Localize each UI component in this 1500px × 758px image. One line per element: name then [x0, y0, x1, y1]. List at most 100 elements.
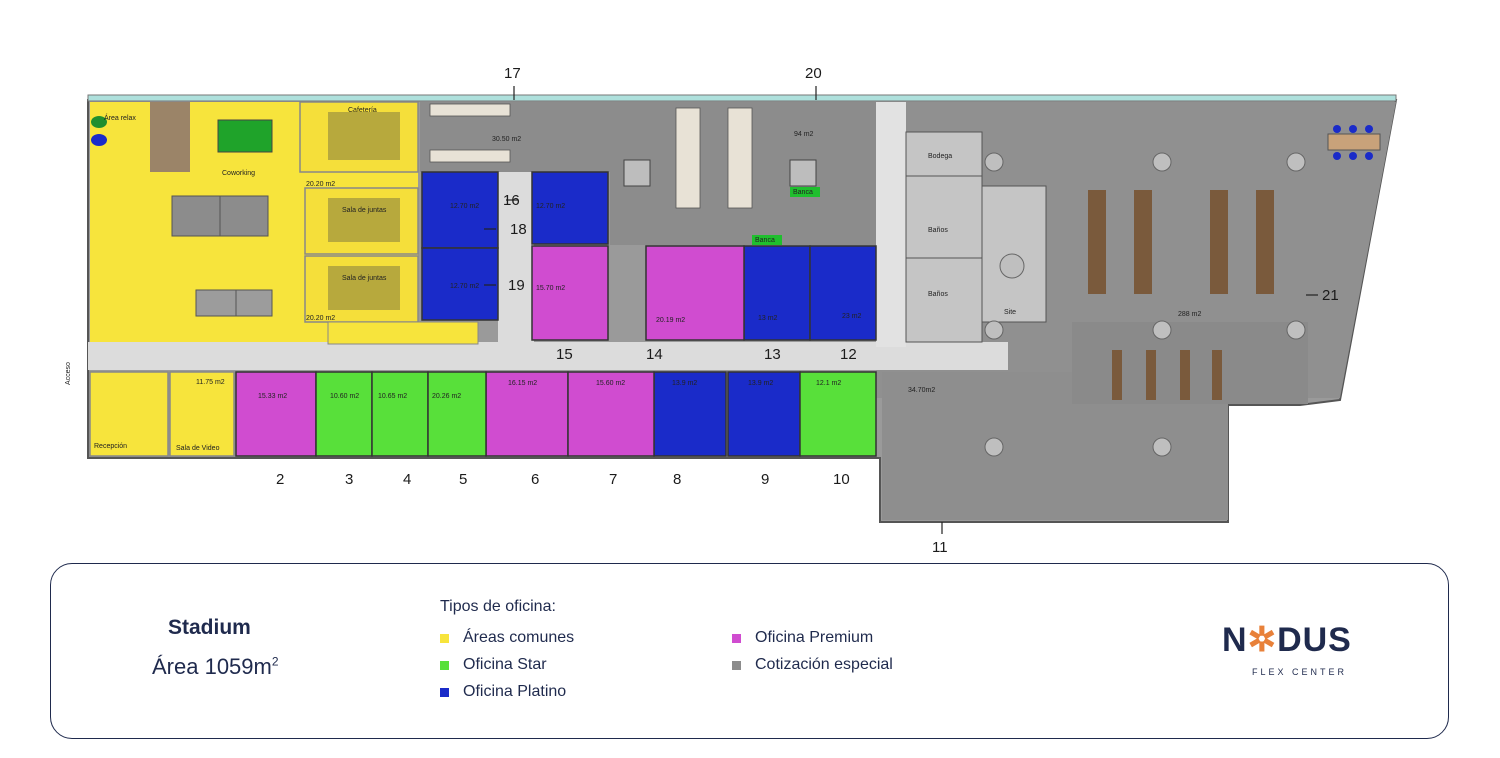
- legend-item-oficina-premium: Oficina Premium: [732, 629, 873, 647]
- office-number-10: 10: [833, 471, 850, 488]
- desk-group-20: [429, 103, 753, 209]
- office-10[interactable]: [799, 371, 877, 457]
- office-15[interactable]: [531, 245, 609, 341]
- area-label: 10.60 m2: [330, 393, 359, 400]
- office-7[interactable]: [567, 371, 655, 457]
- coworking-table-1: [171, 195, 227, 237]
- relax-seat-green: [91, 116, 107, 128]
- office-number-15: 15: [556, 346, 573, 363]
- office-2[interactable]: [235, 371, 317, 457]
- office-14[interactable]: [645, 245, 745, 341]
- office-number-2: 2: [276, 471, 284, 488]
- area-label: 13.9 m2: [672, 380, 697, 387]
- cafeteria-area[interactable]: [299, 101, 419, 173]
- office-18[interactable]: [421, 171, 499, 249]
- relax-stairs: [150, 102, 190, 172]
- area-label: 16.15 m2: [508, 380, 537, 387]
- area-label: 94 m2: [794, 131, 814, 138]
- column-box-1: [623, 159, 651, 187]
- area-label: 13.9 m2: [748, 380, 773, 387]
- label-area-relax: Área relax: [104, 113, 136, 122]
- label-banca-1: Banca: [793, 189, 813, 196]
- office-13[interactable]: [743, 245, 811, 341]
- corridor-east: [876, 102, 906, 347]
- relax-seat-blue: [91, 134, 107, 146]
- columns: [984, 152, 1306, 457]
- service-rooms: [905, 131, 1047, 343]
- building-name: Stadium: [168, 616, 251, 639]
- area-label: 288 m2: [1178, 311, 1201, 318]
- meeting-table-21: [1327, 133, 1381, 151]
- sala-juntas-2-table: [328, 266, 400, 310]
- legend-item-areas-comunes: Áreas comunes: [440, 629, 574, 647]
- area-label: 20.20 m2: [306, 181, 335, 188]
- coworking-green-table: [217, 119, 273, 153]
- recepcion-area[interactable]: [89, 371, 169, 457]
- office-number-17: 17: [504, 65, 521, 82]
- office-number-8: 8: [673, 471, 681, 488]
- office-5[interactable]: [427, 371, 487, 457]
- cafeteria-tables: [328, 112, 400, 160]
- area-label: 30.50 m2: [492, 136, 521, 143]
- office-6[interactable]: [485, 371, 569, 457]
- office-16[interactable]: [531, 171, 609, 245]
- coworking-table-4: [235, 289, 273, 317]
- area-label: 20.26 m2: [432, 393, 461, 400]
- label-coworking: Coworking: [222, 170, 255, 177]
- area-label: 20.19 m2: [656, 317, 685, 324]
- office-number-4: 4: [403, 471, 411, 488]
- office-number-19: 19: [508, 277, 525, 294]
- floor-plan-map: Área relax Cafetería Coworking Sala de j…: [65, 65, 1398, 556]
- label-cafeteria: Cafetería: [348, 107, 377, 114]
- label-banos-1: Baños: [928, 227, 948, 234]
- office-number-20: 20: [805, 65, 822, 82]
- office-number-13: 13: [764, 346, 781, 363]
- office-number-3: 3: [345, 471, 353, 488]
- office-number-21: 21: [1322, 287, 1339, 304]
- office-number-7: 7: [609, 471, 617, 488]
- area-label: 12.1 m2: [816, 380, 841, 387]
- swatch-blue: [440, 687, 449, 697]
- swatch-gray: [732, 660, 741, 670]
- office-4[interactable]: [371, 371, 429, 457]
- sala-juntas-1[interactable]: [304, 187, 419, 255]
- area-label: 11.75 m2: [196, 379, 225, 386]
- label-recepcion: Recepción: [94, 443, 127, 450]
- swatch-green: [440, 660, 449, 670]
- office-number-11: 11: [932, 539, 948, 556]
- legend-item-oficina-star: Oficina Star: [440, 656, 547, 674]
- area-label: 12.70 m2: [536, 203, 565, 210]
- sala-juntas-2[interactable]: [304, 255, 419, 323]
- nodus-logo: N✲DUS: [1222, 621, 1352, 659]
- banca-2-tag: [752, 235, 782, 245]
- legend-item-cotizacion-especial: Cotización especial: [732, 656, 893, 674]
- office-19[interactable]: [421, 247, 499, 321]
- desk-group-21: [1088, 190, 1274, 400]
- area-label: 20.20 m2: [306, 315, 335, 322]
- lounge-strip: [327, 321, 479, 345]
- total-area: Área 1059m2: [152, 654, 279, 679]
- area-label: 15.70 m2: [536, 285, 565, 292]
- office-number-18: 18: [510, 221, 527, 238]
- office-number-6: 6: [531, 471, 539, 488]
- column-box-2: [789, 159, 817, 187]
- area-label: 15.33 m2: [258, 393, 287, 400]
- logo-subtitle: FLEX CENTER: [1252, 667, 1348, 677]
- legend-item-oficina-platino: Oficina Platino: [440, 683, 566, 701]
- area-label: 15.60 m2: [596, 380, 625, 387]
- office-9[interactable]: [727, 371, 801, 457]
- area-label: 23 m2: [842, 313, 862, 320]
- logo-star-icon: ✲: [1247, 621, 1278, 659]
- office-number-16: 16: [503, 192, 520, 209]
- label-banca-2: Banca: [755, 237, 775, 244]
- banca-1-tag: [790, 187, 820, 197]
- office-12[interactable]: [809, 245, 877, 341]
- area-label: 34.70m2: [908, 387, 935, 394]
- legend-panel: [50, 563, 1449, 739]
- legend-title: Tipos de oficina:: [440, 598, 556, 615]
- office-3[interactable]: [315, 371, 373, 457]
- area-label: 12.70 m2: [450, 283, 479, 290]
- office-number-12: 12: [840, 346, 857, 363]
- sala-video-area[interactable]: [169, 371, 235, 457]
- label-sala-juntas-2: Sala de juntas: [342, 275, 387, 282]
